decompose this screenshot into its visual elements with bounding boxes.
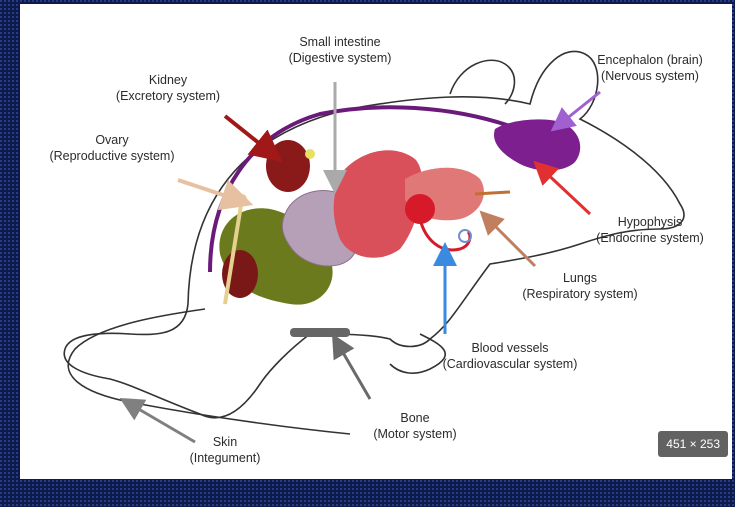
label-small-intestine: Small intestine — [299, 35, 380, 49]
mouse-foreleg — [390, 334, 445, 373]
label-brain-system: (Nervous system) — [601, 69, 699, 83]
ovary — [237, 194, 247, 204]
label-small-intestine-system: (Digestive system) — [289, 51, 392, 65]
trachea — [475, 192, 510, 194]
label-brain: Encephalon (brain) — [597, 53, 703, 67]
arrow-bone — [338, 344, 370, 399]
arrow-skin — [130, 404, 195, 442]
diagram-image: Small intestine (Digestive system) Kidne… — [20, 4, 732, 479]
label-kidney: Kidney — [149, 73, 188, 87]
label-lungs-system: (Respiratory system) — [522, 287, 637, 301]
label-skin-system: (Integument) — [190, 451, 261, 465]
adrenal-gland — [305, 149, 315, 159]
label-ovary: Ovary — [95, 133, 129, 147]
label-bone-system: (Motor system) — [373, 427, 456, 441]
mouse-tail — [68, 309, 350, 434]
kidney — [266, 140, 310, 192]
arrow-hypophysis — [542, 169, 590, 214]
label-lungs: Lungs — [563, 271, 597, 285]
arrow-lungs — [488, 219, 535, 266]
brain — [494, 119, 580, 170]
label-blood-vessels-system: (Cardiovascular system) — [443, 357, 578, 371]
bone — [290, 328, 350, 337]
label-skin: Skin — [213, 435, 237, 449]
label-blood-vessels: Blood vessels — [471, 341, 548, 355]
blood-vessel — [420, 219, 470, 250]
arrow-kidney — [225, 116, 270, 152]
label-hypophysis-system: (Endocrine system) — [596, 231, 704, 245]
label-kidney-system: (Excretory system) — [116, 89, 220, 103]
mouse-anatomy-diagram: Small intestine (Digestive system) Kidne… — [20, 4, 732, 479]
image-dimensions-badge: 451 × 253 — [658, 431, 728, 457]
label-hypophysis: Hypophysis — [618, 215, 683, 229]
label-ovary-system: (Reproductive system) — [49, 149, 174, 163]
label-bone: Bone — [400, 411, 429, 425]
